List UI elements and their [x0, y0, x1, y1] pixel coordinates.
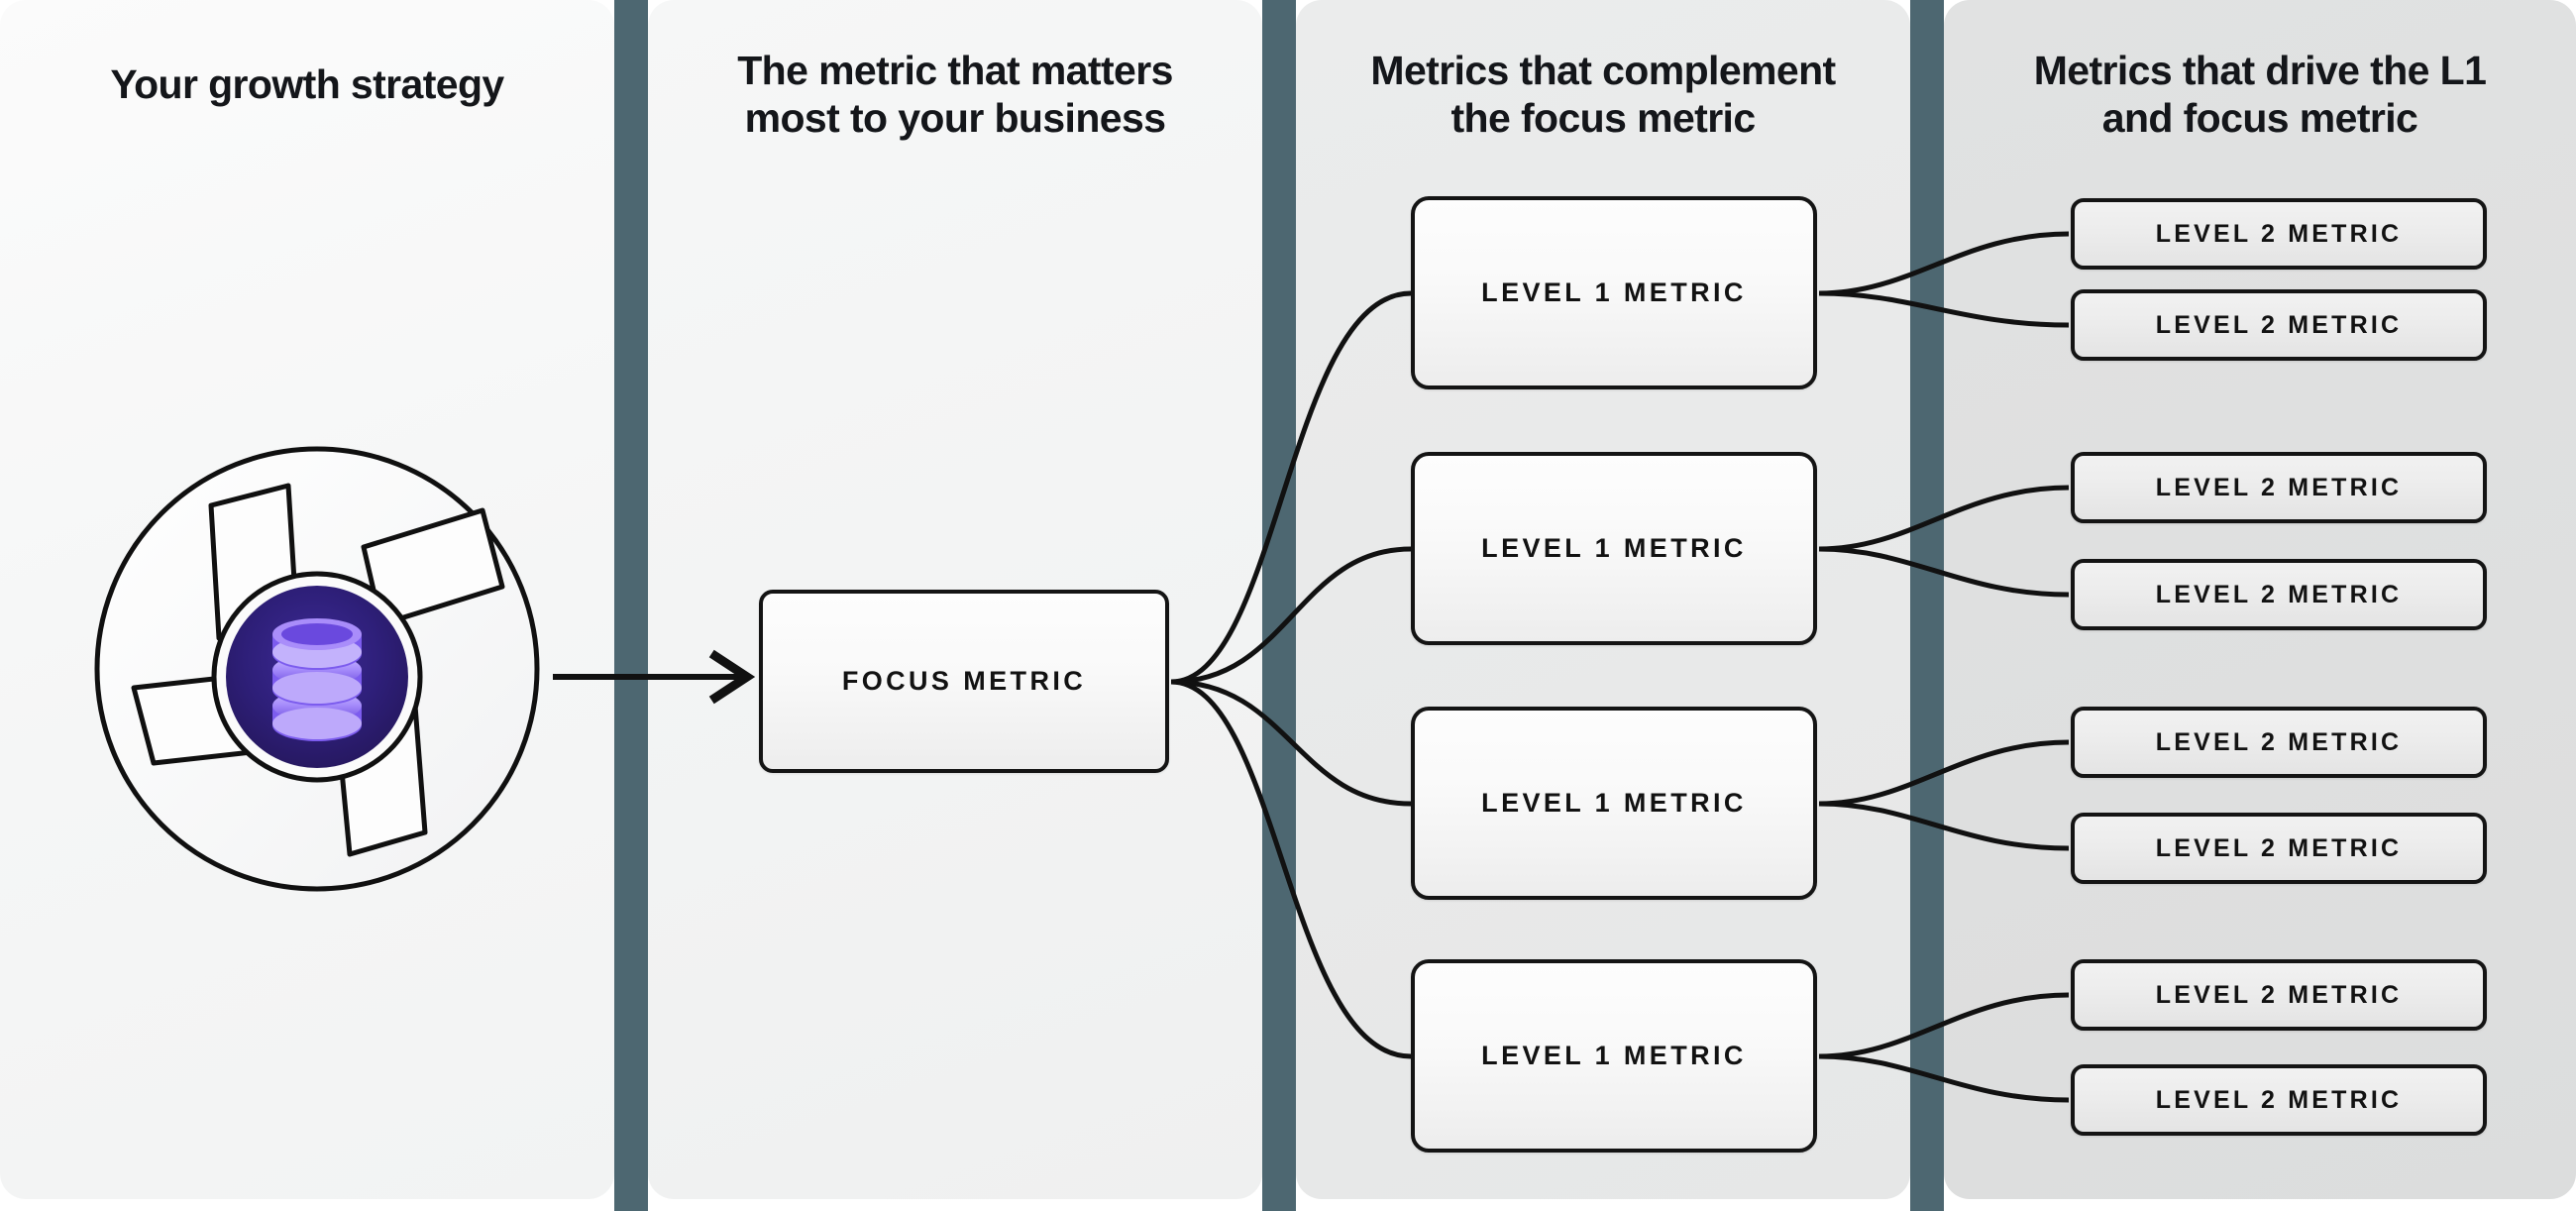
- node-level2-metric-3-label: LEVEL 2 METRIC: [2155, 473, 2403, 501]
- column-title-level1: Metrics that complement the focus metric: [1296, 48, 1910, 142]
- column-title-focus-line2: most to your business: [744, 94, 1166, 141]
- node-level1-metric-2-label: LEVEL 1 METRIC: [1481, 533, 1747, 563]
- column-title-focus: The metric that matters most to your bus…: [648, 48, 1262, 142]
- node-level1-metric-1[interactable]: LEVEL 1 METRIC: [1411, 196, 1817, 389]
- column-divider-3: [1910, 0, 1944, 1211]
- node-level2-metric-7-label: LEVEL 2 METRIC: [2155, 980, 2403, 1009]
- node-level2-metric-4-label: LEVEL 2 METRIC: [2155, 580, 2403, 608]
- node-level2-metric-3[interactable]: LEVEL 2 METRIC: [2071, 452, 2487, 523]
- column-title-level2-line2: and focus metric: [2101, 94, 2418, 141]
- node-level1-metric-1-label: LEVEL 1 METRIC: [1481, 277, 1747, 307]
- node-level1-metric-4[interactable]: LEVEL 1 METRIC: [1411, 959, 1817, 1153]
- node-level2-metric-7[interactable]: LEVEL 2 METRIC: [2071, 959, 2487, 1031]
- column-title-level2: Metrics that drive the L1 and focus metr…: [1944, 48, 2576, 142]
- node-level2-metric-8[interactable]: LEVEL 2 METRIC: [2071, 1064, 2487, 1136]
- column-divider-2: [1262, 0, 1296, 1211]
- column-divider-1: [614, 0, 648, 1211]
- node-level2-metric-5-label: LEVEL 2 METRIC: [2155, 727, 2403, 756]
- node-level1-metric-2[interactable]: LEVEL 1 METRIC: [1411, 452, 1817, 645]
- node-level2-metric-8-label: LEVEL 2 METRIC: [2155, 1085, 2403, 1114]
- column-title-focus-line1: The metric that matters: [737, 48, 1173, 93]
- column-title-strategy-line: Your growth strategy: [110, 61, 504, 107]
- node-focus-metric-label: FOCUS METRIC: [841, 666, 1087, 696]
- node-level1-metric-3[interactable]: LEVEL 1 METRIC: [1411, 707, 1817, 900]
- database-icon: [272, 618, 362, 741]
- column-title-level2-line1: Metrics that drive the L1: [2033, 48, 2487, 93]
- growth-strategy-emblem: [94, 446, 540, 892]
- node-level2-metric-6-label: LEVEL 2 METRIC: [2155, 833, 2403, 862]
- node-focus-metric[interactable]: FOCUS METRIC: [759, 590, 1169, 773]
- node-level2-metric-2-label: LEVEL 2 METRIC: [2155, 310, 2403, 339]
- node-level2-metric-2[interactable]: LEVEL 2 METRIC: [2071, 289, 2487, 361]
- node-level1-metric-3-label: LEVEL 1 METRIC: [1481, 788, 1747, 818]
- column-title-strategy: Your growth strategy: [0, 61, 614, 109]
- node-level2-metric-4[interactable]: LEVEL 2 METRIC: [2071, 559, 2487, 630]
- node-level2-metric-6[interactable]: LEVEL 2 METRIC: [2071, 813, 2487, 884]
- column-title-level1-line2: the focus metric: [1450, 94, 1756, 141]
- column-title-level1-line1: Metrics that complement: [1370, 48, 1836, 93]
- node-level2-metric-1[interactable]: LEVEL 2 METRIC: [2071, 198, 2487, 270]
- node-level2-metric-1-label: LEVEL 2 METRIC: [2155, 219, 2403, 248]
- node-level2-metric-5[interactable]: LEVEL 2 METRIC: [2071, 707, 2487, 778]
- node-level1-metric-4-label: LEVEL 1 METRIC: [1481, 1041, 1747, 1070]
